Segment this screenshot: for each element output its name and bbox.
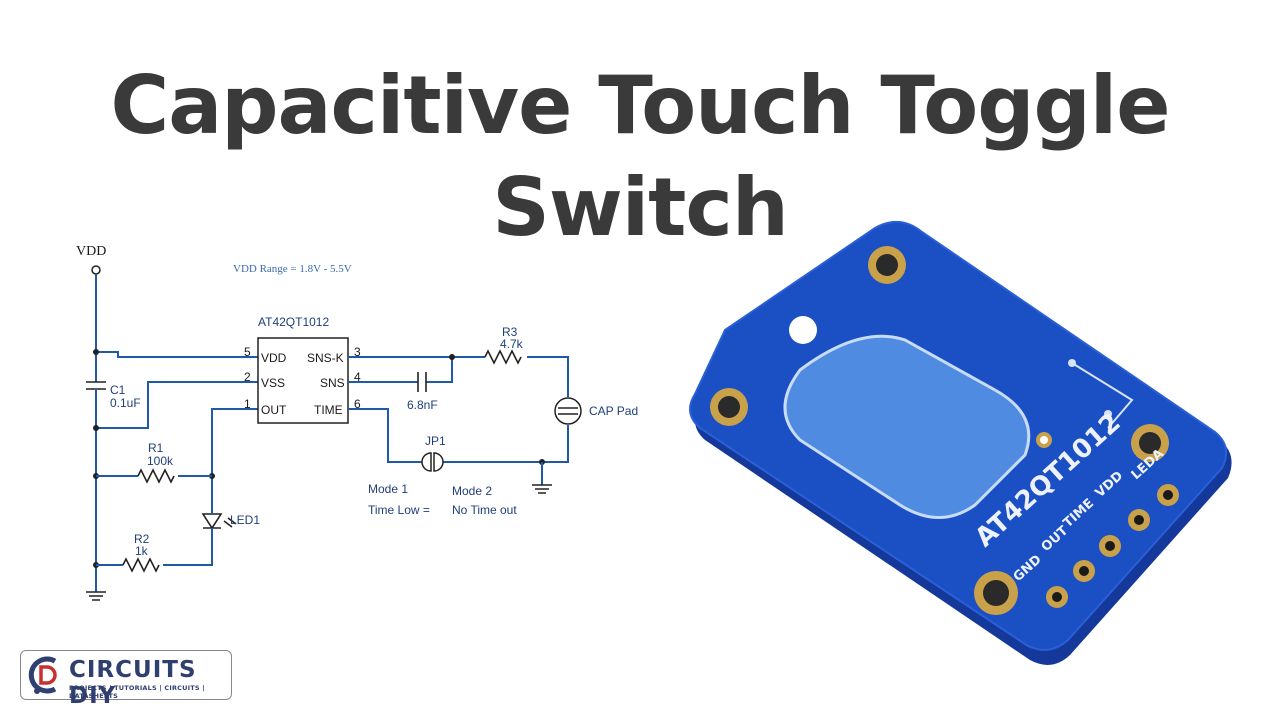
vss-wire (96, 381, 258, 429)
pin-name-out: OUT (261, 403, 287, 417)
pcb-board-illustration: AT42QT1012 GND OUT TIME VDD LEDA (689, 221, 1232, 665)
pin-name-time: TIME (314, 403, 343, 417)
jp1-left-half (421, 452, 432, 472)
header-pin-5-hole (1052, 592, 1062, 602)
r1-value: 100k (147, 454, 174, 468)
page-title-line-2: Switch (492, 161, 789, 254)
c1-value: 0.1uF (110, 396, 141, 410)
jp1-right-half (433, 452, 444, 472)
junction-vdd (93, 349, 99, 355)
ic-name: AT42QT1012 (258, 315, 329, 329)
mode1-label: Mode 1 (368, 482, 408, 496)
pin-num-time: 6 (354, 397, 361, 411)
c1-ref: C1 (110, 383, 126, 397)
led-diode (201, 513, 223, 530)
pin-name-sns: SNS (320, 376, 345, 390)
pin-name-vss: VSS (261, 376, 285, 390)
r3-resistor (484, 349, 522, 365)
cap-pad-label: CAP Pad (589, 404, 638, 418)
mode2-desc: No Time out (452, 503, 517, 517)
out-wire (211, 408, 258, 507)
cap-pad-symbol (554, 397, 582, 425)
mount-hole-bottom-inner (983, 580, 1009, 606)
ic-body (257, 337, 349, 424)
mode2-label: Mode 2 (452, 484, 492, 498)
sns-cap-value: 6.8nF (407, 398, 438, 412)
header-pin-1-hole (1163, 490, 1173, 500)
pin-num-out: 1 (244, 397, 251, 411)
touch-pad (783, 334, 1031, 519)
vdd-supply-label: VDD (76, 244, 106, 259)
vdd-terminal (91, 265, 101, 275)
pin-num-vdd: 5 (244, 345, 251, 359)
jp1-ref: JP1 (425, 434, 446, 448)
r1-resistor (137, 468, 175, 484)
mount-hole-right-inner (1139, 432, 1161, 454)
pin-num-snsk: 3 (354, 345, 361, 359)
header-pin-2-hole (1134, 515, 1144, 525)
led-ref: LED1 (230, 513, 260, 527)
pin-num-vss: 2 (244, 370, 251, 384)
logo-name: CIRCUITS DIY (69, 657, 197, 709)
header-pin-4-hole (1079, 566, 1089, 576)
pin-name-snsk: SNS-K (307, 351, 344, 365)
trace-pad (1068, 359, 1076, 367)
mount-hole-left-inner (718, 396, 740, 418)
r1-ref: R1 (148, 441, 164, 455)
vdd-wire (96, 351, 258, 358)
r2-value: 1k (135, 544, 149, 558)
pin-name-vdd: VDD (261, 351, 287, 365)
page-title-line-1: Capacitive Touch Toggle (110, 59, 1171, 152)
via-hole (1040, 436, 1048, 444)
ground-symbol-right (532, 484, 552, 494)
sense-wires (348, 356, 485, 383)
junction-vss (93, 425, 99, 431)
r2-ref: R2 (134, 532, 150, 546)
logo-tagline: PROJECTS | TUTORIALS | CIRCUITS | DATASH… (69, 684, 205, 700)
r3-value: 4.7k (500, 337, 524, 351)
header-pin-3-hole (1105, 541, 1115, 551)
r3-ref: R3 (502, 325, 518, 339)
r2-resistor (122, 557, 160, 573)
trace-pad-2 (1104, 410, 1112, 418)
logo-mark-icon (28, 656, 57, 694)
pcb-trace (1071, 362, 1134, 429)
led-rays (223, 517, 237, 528)
cutout-hole (789, 316, 817, 344)
circuits-diy-logo: CIRCUITS DIY PROJECTS | TUTORIALS | CIRC… (20, 650, 232, 709)
mode1-desc: Time Low = (368, 503, 430, 517)
led-wires (163, 507, 213, 566)
pin-num-sns: 4 (354, 370, 361, 384)
mount-hole-top-inner (876, 254, 898, 276)
pad-wires (440, 356, 569, 463)
vdd-range-note: VDD Range = 1.8V - 5.5V (233, 263, 352, 275)
junction-sns (449, 354, 455, 360)
time-wire (348, 408, 422, 463)
ground-symbol-left (86, 591, 106, 601)
